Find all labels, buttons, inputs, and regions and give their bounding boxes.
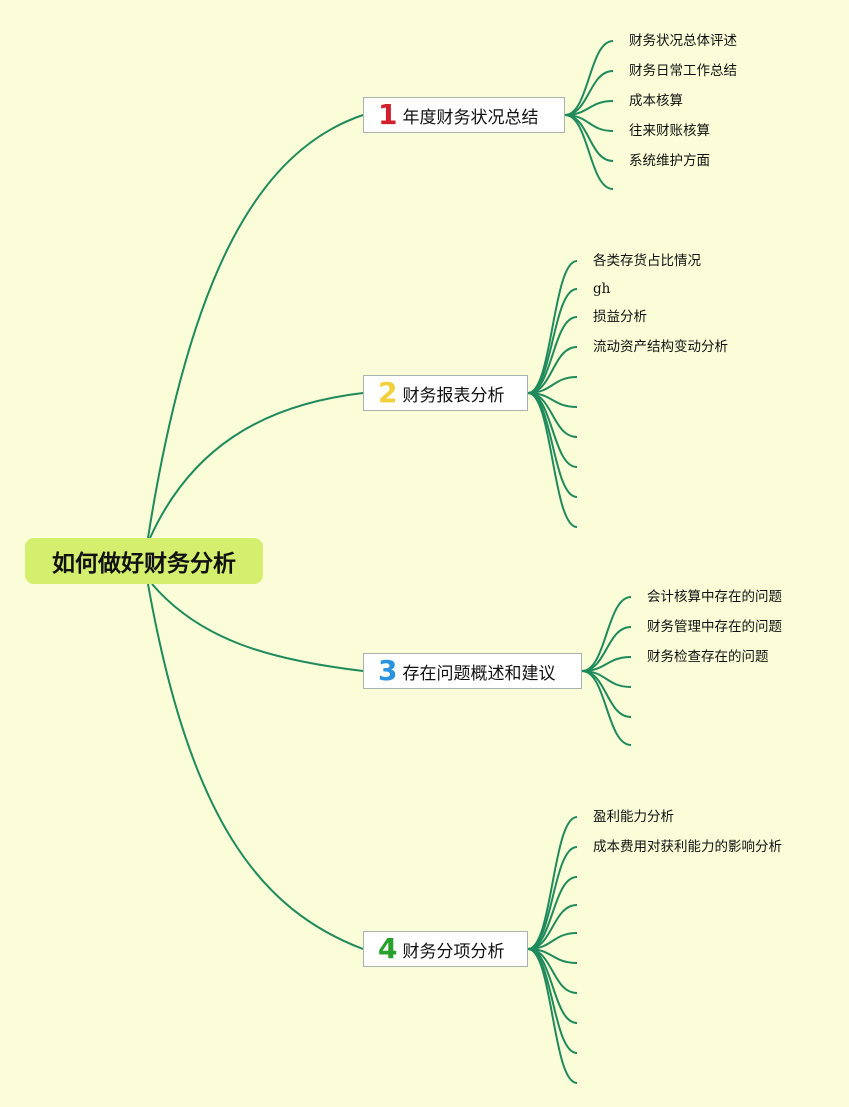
leaf-topic[interactable]: 流动资产结构变动分析 [593,339,728,355]
connector-line [149,392,364,539]
leaf-topic[interactable]: 成本费用对获利能力的影响分析 [593,839,782,855]
branch-label-3: 存在问题概述和建议 [402,663,556,684]
connector-line [527,846,578,950]
branch-topic-4[interactable]: 4 财务分项分析 [363,931,528,967]
leaf-topic[interactable]: 往来财账核算 [629,123,710,139]
leaf-topic[interactable]: 成本核算 [629,93,683,109]
connector-line [581,596,632,672]
branch-number-2: 2 [378,376,398,409]
connector-line [527,392,578,528]
root-topic-label: 如何做好财务分析 [52,551,236,577]
leaf-topic[interactable]: 财务状况总体评述 [629,33,737,49]
branch-label-4: 财务分项分析 [402,941,505,962]
branch-number-4: 4 [378,932,398,965]
connector-line [527,816,578,950]
branch-topic-3[interactable]: 3 存在问题概述和建议 [363,653,582,689]
branch-label-2: 财务报表分析 [402,385,505,406]
connector-line [527,948,578,1054]
connector-line [147,114,364,539]
connector-line [151,583,364,672]
connector-line [581,670,632,746]
connector-line [527,392,578,498]
connector-line [564,40,614,116]
connector-line [527,948,578,1084]
connector-line [564,114,614,190]
connector-line [147,583,364,950]
branch-label-1: 年度财务状况总结 [402,107,539,128]
leaf-topic[interactable]: 损益分析 [593,309,647,325]
connector-line [527,260,578,394]
leaf-topic[interactable]: 系统维护方面 [629,153,710,169]
leaf-topic[interactable]: 财务检查存在的问题 [647,649,769,665]
branch-topic-1[interactable]: 1 年度财务状况总结 [363,97,565,133]
leaf-topic[interactable]: 会计核算中存在的问题 [647,589,782,605]
connector-line [527,288,578,394]
leaf-topic[interactable]: 财务日常工作总结 [629,63,737,79]
leaf-topic[interactable]: 各类存货占比情况 [593,253,701,269]
leaf-topic[interactable]: 财务管理中存在的问题 [647,619,782,635]
root-topic[interactable]: 如何做好财务分析 [25,538,263,584]
leaf-topic[interactable]: gh [593,281,611,297]
connector-line [527,316,578,394]
leaf-topic[interactable]: 盈利能力分析 [593,809,674,825]
branch-number-3: 3 [378,654,398,687]
branch-number-1: 1 [378,98,398,131]
branch-topic-2[interactable]: 2 财务报表分析 [363,375,528,411]
